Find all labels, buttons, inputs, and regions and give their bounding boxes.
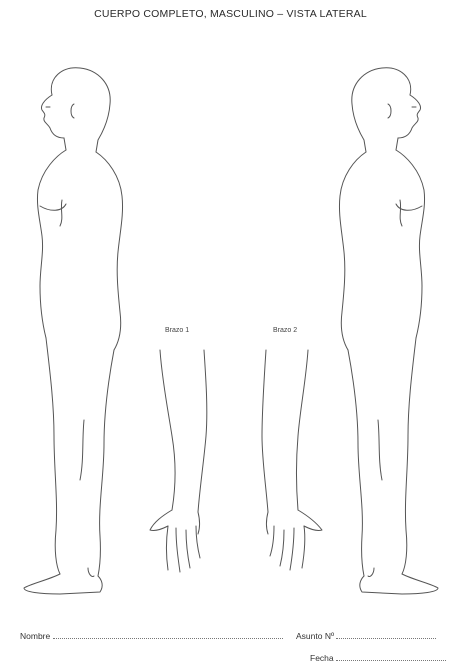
subject-line[interactable] [336, 630, 436, 639]
arm-1-label: Brazo 1 [165, 327, 189, 334]
arm-2-figure [262, 350, 322, 570]
name-field[interactable]: Nombre [20, 630, 283, 641]
name-line[interactable] [53, 630, 283, 639]
arm-2-label: Brazo 2 [273, 327, 297, 334]
left-body-figure [24, 68, 123, 594]
date-label: Fecha [310, 653, 334, 663]
arm-1-figure [150, 350, 207, 572]
right-body-figure [339, 68, 438, 594]
date-field[interactable]: Fecha [310, 652, 446, 663]
name-label: Nombre [20, 631, 50, 641]
date-line[interactable] [336, 652, 446, 661]
subject-label: Asunto Nº [296, 631, 334, 641]
subject-field[interactable]: Asunto Nº [296, 630, 436, 641]
